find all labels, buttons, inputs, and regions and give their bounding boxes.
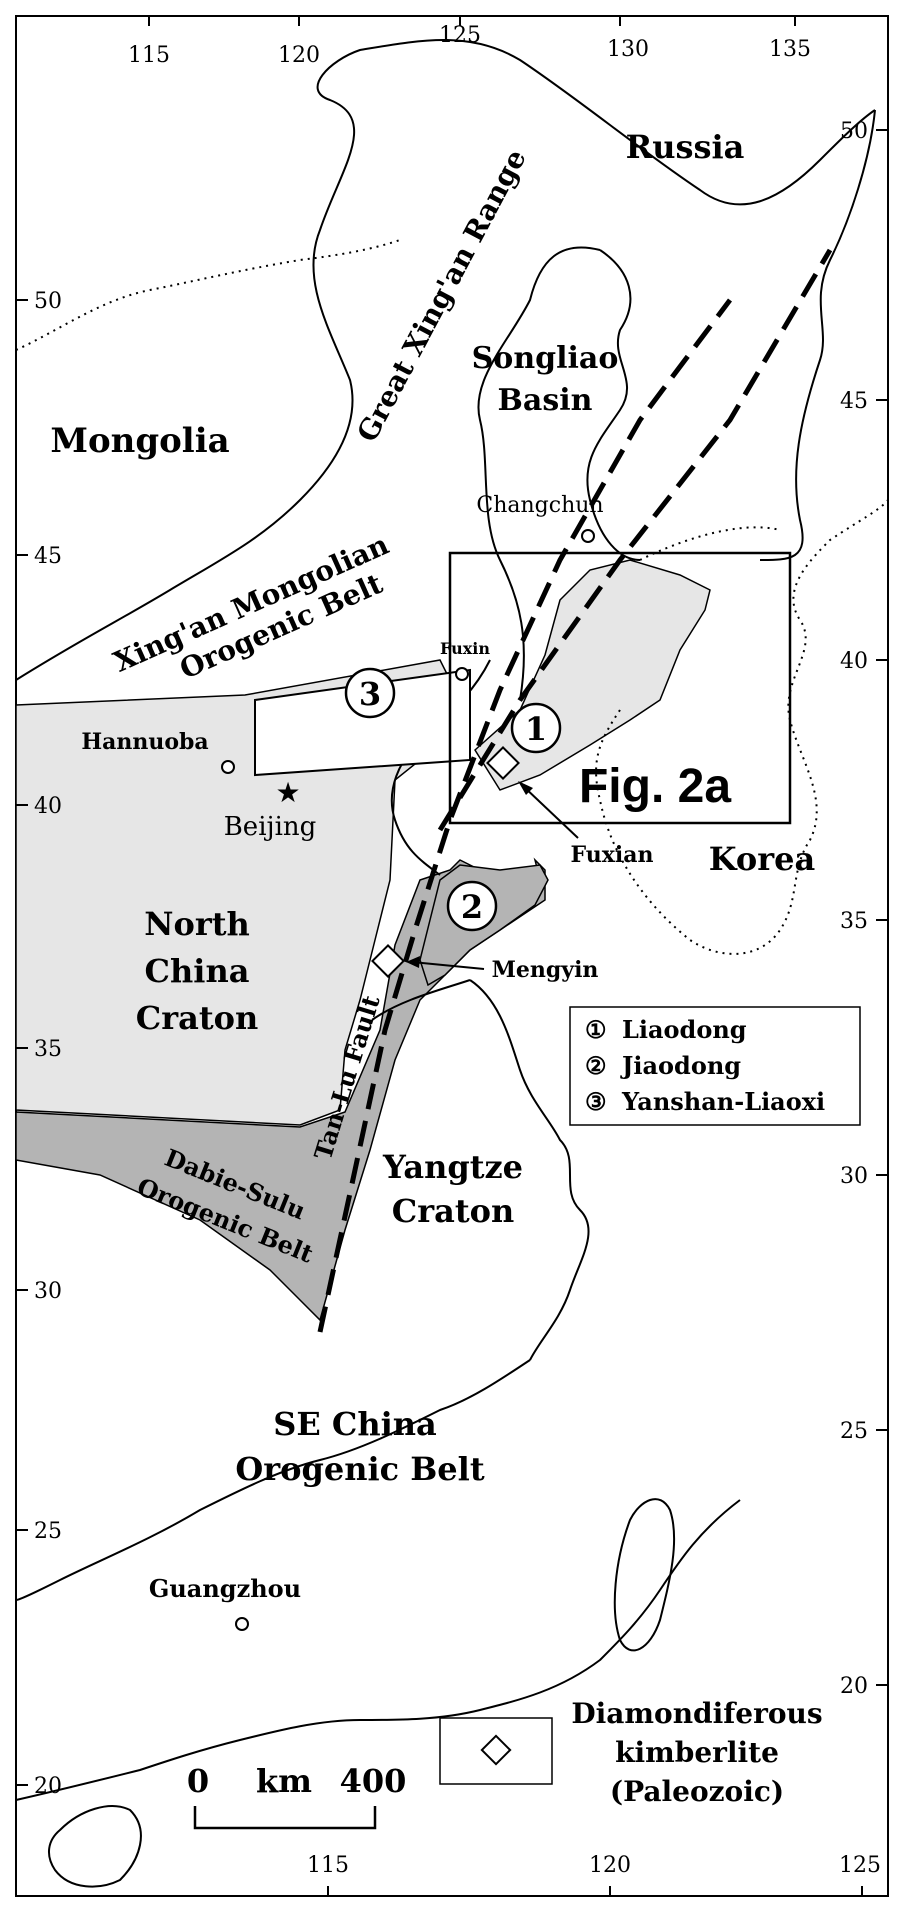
circled-number-3: 3 bbox=[359, 675, 381, 713]
right-tick-50: 50 bbox=[840, 119, 868, 144]
scale-max: 400 bbox=[340, 1762, 407, 1800]
legend-item-1-num: ① bbox=[585, 1015, 607, 1044]
hannuoba-marker bbox=[221, 760, 235, 774]
fuxian-arrowhead bbox=[518, 781, 533, 795]
circled-number-1: 1 bbox=[525, 710, 547, 748]
guangzhou-marker bbox=[235, 1617, 249, 1631]
right-tick-20: 20 bbox=[840, 1674, 868, 1699]
korea-label: Korea bbox=[709, 840, 815, 878]
bottom-tick-115: 115 bbox=[307, 1853, 349, 1878]
left-tick-45: 45 bbox=[34, 544, 62, 569]
right-tick-40: 40 bbox=[840, 649, 868, 674]
tan-lu-fault-lines bbox=[317, 248, 833, 1333]
right-tick-25: 25 bbox=[840, 1419, 868, 1444]
legend-item-2-name: Jiaodong bbox=[620, 1051, 741, 1080]
fig-2a-label: Fig. 2a bbox=[579, 760, 731, 813]
left-tick-40: 40 bbox=[34, 794, 62, 819]
circled-number-3-badge bbox=[344, 667, 396, 719]
fuxin-marker bbox=[455, 667, 469, 681]
mengyin-label: Mengyin bbox=[492, 957, 599, 983]
top-ticks: 115 120 125 130 135 bbox=[128, 16, 811, 68]
scale-unit: km bbox=[256, 1762, 312, 1800]
fuxin-label: Fuxin bbox=[440, 639, 490, 658]
scale-zero: 0 bbox=[187, 1762, 209, 1800]
area-legend-box bbox=[569, 1006, 861, 1126]
mengyin-kimberlite-diamond bbox=[371, 944, 405, 978]
legend-item-3-name: Yanshan-Liaoxi bbox=[621, 1087, 825, 1116]
kimberlite-legend-line-3: (Paleozoic) bbox=[610, 1775, 784, 1808]
kimberlite-legend-line-1: Diamondiferous bbox=[571, 1697, 822, 1730]
ncc-label-1: North bbox=[144, 905, 250, 943]
ncc-label-3: Craton bbox=[136, 999, 258, 1037]
mongolia-label: Mongolia bbox=[50, 421, 229, 461]
top-tick-125: 125 bbox=[439, 23, 481, 48]
mengyin-arrow bbox=[411, 961, 485, 970]
left-tick-25: 25 bbox=[34, 1519, 62, 1544]
hannuoba-label: Hannuoba bbox=[81, 729, 208, 755]
russia-label: Russia bbox=[626, 128, 745, 166]
right-tick-45: 45 bbox=[840, 389, 868, 414]
beijing-label: Beijing bbox=[224, 812, 317, 842]
songliao-label-1: Songliao bbox=[472, 341, 619, 376]
sechina-label-2: Orogenic Belt bbox=[235, 1450, 484, 1488]
fuxian-label: Fuxian bbox=[571, 842, 654, 868]
coastline-outlines bbox=[15, 39, 889, 1888]
left-tick-30: 30 bbox=[34, 1279, 62, 1304]
beijing-star: ★ bbox=[275, 778, 300, 809]
fuxian-arrow bbox=[521, 784, 579, 839]
left-ticks: 50 45 40 35 30 25 20 bbox=[16, 289, 62, 1799]
north-china-craton-area bbox=[15, 659, 461, 1126]
kimberlite-legend-line-2: kimberlite bbox=[615, 1736, 779, 1769]
guangzhou-label: Guangzhou bbox=[149, 1574, 301, 1603]
changchun-label: Changchun bbox=[476, 493, 603, 518]
left-tick-20: 20 bbox=[34, 1774, 62, 1799]
mengyin-arrowhead bbox=[406, 956, 420, 968]
top-tick-130: 130 bbox=[607, 37, 649, 62]
bottom-tick-120: 120 bbox=[589, 1853, 631, 1878]
songliao-label-2: Basin bbox=[498, 383, 593, 418]
right-tick-35: 35 bbox=[840, 909, 868, 934]
fig-2a-box bbox=[448, 551, 792, 825]
legend-item-2-num: ② bbox=[585, 1051, 607, 1080]
right-tick-30: 30 bbox=[840, 1164, 868, 1189]
top-tick-135: 135 bbox=[769, 37, 811, 62]
left-tick-35: 35 bbox=[34, 1037, 62, 1062]
left-tick-50: 50 bbox=[34, 289, 62, 314]
yangtze-label-2: Craton bbox=[392, 1192, 514, 1230]
right-ticks: 50 45 40 35 30 25 20 bbox=[840, 119, 888, 1699]
sechina-label-1: SE China bbox=[273, 1405, 437, 1443]
kimberlite-legend-diamond bbox=[480, 1734, 512, 1766]
fuxian-kimberlite-diamond bbox=[486, 746, 520, 780]
yangtze-label-1: Yangtze bbox=[382, 1148, 523, 1186]
bottom-tick-125: 125 bbox=[839, 1853, 881, 1878]
legend-item-1-name: Liaodong bbox=[622, 1015, 747, 1044]
circled-number-1-badge bbox=[510, 702, 562, 754]
bottom-ticks: 115 120 125 bbox=[307, 1853, 881, 1896]
circled-number-2-badge bbox=[446, 880, 498, 932]
circled-number-2: 2 bbox=[461, 888, 483, 926]
ncc-label-2: China bbox=[145, 952, 250, 990]
top-tick-120: 120 bbox=[278, 43, 320, 68]
top-tick-115: 115 bbox=[128, 43, 170, 68]
legend-item-3-num: ③ bbox=[585, 1087, 607, 1116]
changchun-marker bbox=[581, 529, 595, 543]
scale-bar bbox=[193, 1806, 377, 1830]
